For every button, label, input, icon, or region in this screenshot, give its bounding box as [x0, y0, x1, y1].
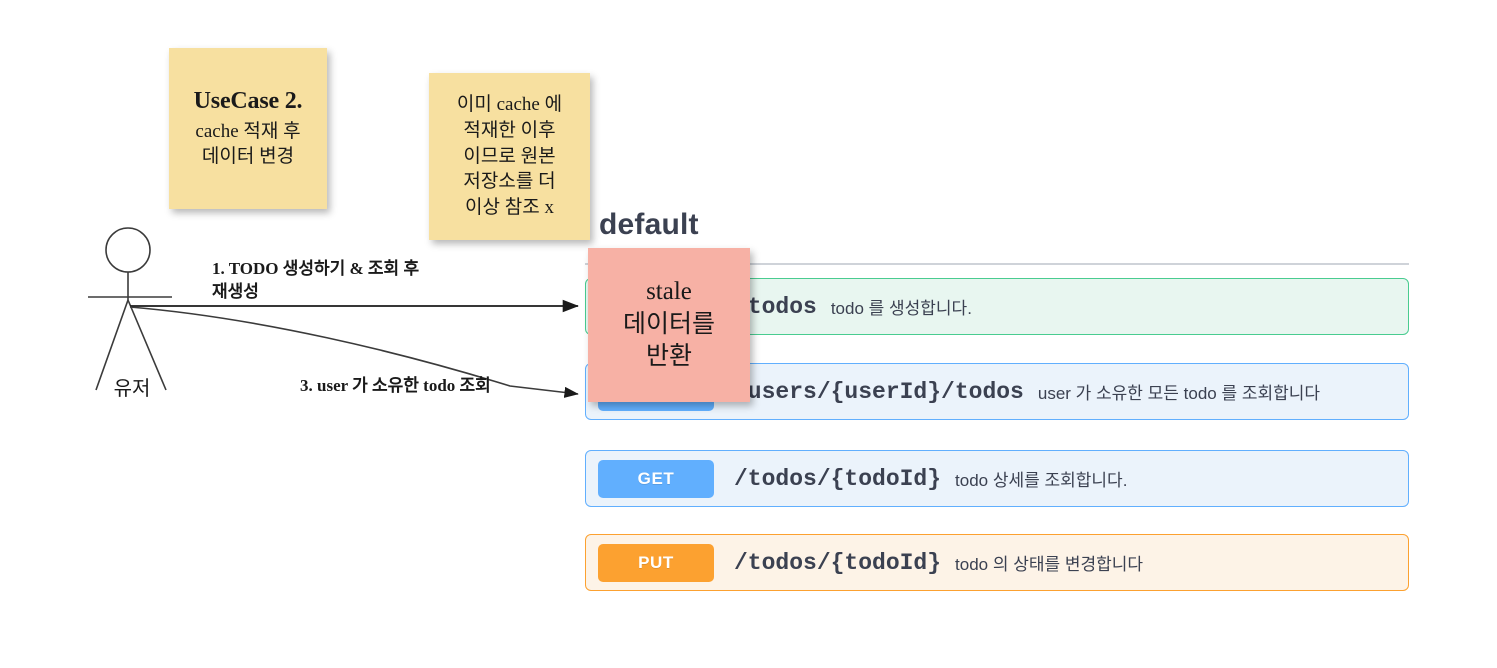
method-badge-get[interactable]: GET — [598, 459, 714, 498]
actor-label: 유저 — [113, 378, 151, 400]
section-divider — [585, 263, 1409, 265]
operation-path: /todos/{todoId} — [734, 549, 942, 576]
sticky-note-usecase[interactable]: UseCase 2. cache 적재 후 데이터 변경 — [169, 48, 327, 209]
operation-description: user 가 소유한 모든 todo 를 조회합니다 — [1037, 384, 1321, 403]
sticky-note-stale[interactable]: stale 데이터를 반환 — [588, 248, 750, 402]
operation-path: /users/{userId}/todos — [734, 378, 1024, 405]
api-operation-row[interactable]: PUT /todos/{todoId} todo 의 상태를 변경합니다 — [585, 534, 1409, 591]
sticky-note-cache[interactable]: 이미 cache 에 적재한 이후 이므로 원본 저장소를 더 이상 참조 x — [429, 73, 590, 240]
operation-description: todo 의 상태를 변경합니다 — [955, 555, 1144, 574]
operation-path: /todos/{todoId} — [734, 465, 942, 492]
flow-label-1-line2: 재생성 — [212, 281, 259, 301]
api-operation-row[interactable]: GET /todos/{todoId} todo 상세를 조회합니다. — [585, 450, 1409, 507]
sticky-note-usecase-line2: 데이터 변경 — [201, 146, 295, 167]
sticky-note-cache-line4: 저장소를 더 — [463, 171, 556, 193]
flow-label-1: 1. TODO 생성하기 & 조회 후 재생성 — [212, 258, 419, 304]
sticky-note-cache-line1: 이미 cache 에 — [456, 93, 563, 115]
flow-label-3-line1: 3. user 가 소유한 todo 조회 — [300, 376, 491, 395]
method-badge-put[interactable]: PUT — [598, 543, 714, 582]
flow-label-1-line1: 1. TODO 생성하기 & 조회 후 — [212, 259, 420, 278]
flow-label-3: 3. user 가 소유한 todo 조회 — [300, 375, 491, 398]
operation-description: todo 상세를 조회합니다. — [955, 471, 1128, 490]
sticky-note-stale-line2: 데이터를 — [622, 310, 715, 338]
sticky-note-cache-line5: 이상 참조 x — [465, 197, 554, 219]
sticky-note-stale-line3: 반환 — [645, 343, 692, 371]
sticky-note-cache-line3: 이므로 원본 — [463, 145, 556, 167]
sticky-note-usecase-title: UseCase 2. — [193, 87, 303, 114]
sticky-note-stale-line1: stale — [646, 278, 692, 306]
operation-description: todo 를 생성합니다. — [830, 299, 972, 318]
sticky-note-cache-line2: 적재한 이후 — [463, 119, 556, 141]
sticky-note-usecase-line1: cache 적재 후 — [195, 120, 301, 142]
flow-arrow-3 — [129, 306, 579, 398]
api-tag-title: default — [599, 208, 699, 241]
stick-figure-icon — [88, 227, 172, 391]
